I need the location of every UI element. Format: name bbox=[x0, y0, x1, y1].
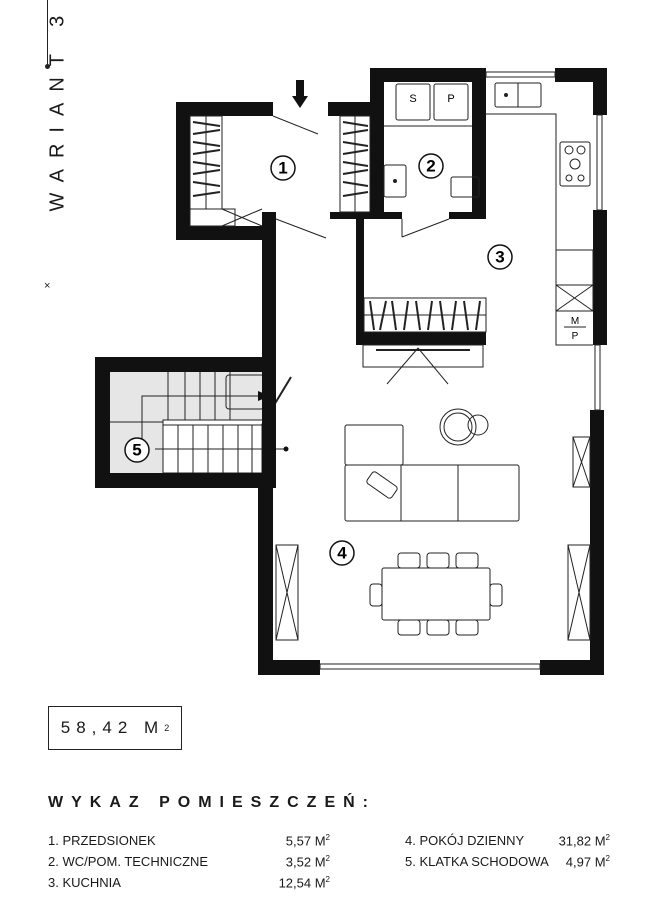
room-row: 3. KUCHNIA 12,54 M2 bbox=[48, 875, 330, 890]
svg-text:5: 5 bbox=[132, 441, 141, 460]
floor-plan: S P M P 1 2 3 4 5 bbox=[95, 68, 607, 675]
room-label-4: 4 bbox=[329, 540, 355, 566]
room-label-1: 1 bbox=[270, 155, 296, 181]
walls bbox=[95, 68, 607, 675]
room-row: 2. WC/POM. TECHNICZNE 3,52 M2 bbox=[48, 854, 330, 869]
svg-text:4: 4 bbox=[337, 544, 347, 563]
wardrobe-hangers bbox=[192, 121, 481, 331]
wc-fixtures bbox=[383, 83, 480, 198]
svg-text:2: 2 bbox=[426, 157, 435, 176]
room-row: 4. POKÓJ DZIENNY 31,82 M2 bbox=[405, 833, 610, 848]
room-area: 4,97 M2 bbox=[565, 854, 610, 870]
svg-text:3: 3 bbox=[495, 248, 504, 267]
svg-text:1: 1 bbox=[278, 159, 287, 178]
room-row: 5. KLATKA SCHODOWA 4,97 M2 bbox=[405, 854, 610, 869]
room-label-2: 2 bbox=[418, 153, 444, 179]
title-line bbox=[47, 0, 48, 66]
room-name: 1. PRZEDSIONEK bbox=[48, 833, 156, 848]
total-area-unit: 2 bbox=[164, 723, 170, 733]
windows bbox=[319, 71, 603, 670]
room-area: 12,54 M2 bbox=[278, 875, 330, 891]
room-label-5: 5 bbox=[124, 437, 150, 463]
washer-label: S bbox=[409, 93, 416, 105]
room-area: 3,52 M2 bbox=[285, 854, 330, 870]
doors bbox=[272, 115, 450, 239]
room-list-title: WYKAZ POMIESZCZEŃ: bbox=[48, 794, 376, 811]
room-name: 4. POKÓJ DZIENNY bbox=[405, 833, 525, 848]
dryer-label: P bbox=[447, 93, 454, 105]
room-name: 3. KUCHNIA bbox=[48, 875, 121, 890]
room-name: 2. WC/POM. TECHNICZNE bbox=[48, 854, 209, 869]
kitchen-counter bbox=[486, 82, 594, 346]
room-area: 5,57 M2 bbox=[285, 833, 330, 849]
room-label-3: 3 bbox=[487, 244, 513, 270]
room-name: 5. KLATKA SCHODOWA bbox=[405, 854, 549, 869]
room-area: 31,82 M2 bbox=[558, 833, 610, 849]
living-furniture bbox=[275, 344, 591, 641]
appliance-label-top: M bbox=[571, 316, 579, 327]
entrance-arrow-icon bbox=[292, 80, 308, 108]
appliance-label-bottom: P bbox=[572, 331, 579, 342]
total-area-value: 58,42 M bbox=[60, 718, 165, 737]
room-row: 1. PRZEDSIONEK 5,57 M2 bbox=[48, 833, 330, 848]
title-dot bbox=[45, 64, 50, 69]
title-mark: × bbox=[44, 280, 51, 292]
wardrobes bbox=[189, 115, 487, 333]
